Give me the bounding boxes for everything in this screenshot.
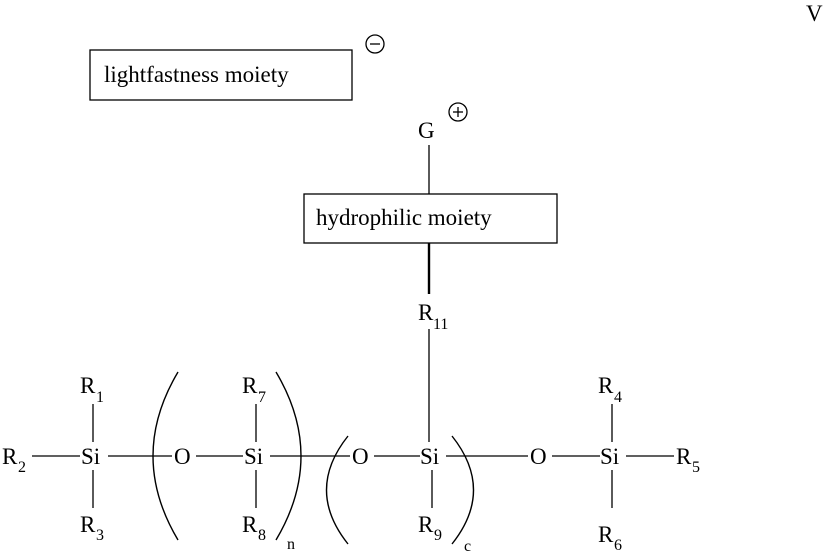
atom-o-1: O [174,444,191,469]
substituent-r7: R 7 [242,373,266,406]
svg-text:R: R [676,444,692,469]
substituent-r8: R 8 [242,512,266,544]
subscript-r4: 4 [614,389,622,406]
svg-text:R: R [418,512,434,537]
subscript-r11: 11 [433,316,448,333]
subscript-r2: 2 [18,459,26,476]
substituent-r3: R 3 [80,512,104,544]
hydrophilic-moiety-label: hydrophilic moiety [316,205,492,230]
left-parenthesis-c [327,436,349,544]
subscript-c: c [464,538,471,552]
svg-text:R: R [80,512,96,537]
right-parenthesis-c [452,436,474,544]
substituent-r9: R 9 [418,512,442,544]
counterion-g: G [418,118,435,143]
svg-text:R: R [2,444,18,469]
hydrophilic-moiety-box: hydrophilic moiety [304,194,557,243]
lightfastness-moiety-box: lightfastness moiety [90,50,352,100]
atom-si-right: Si [600,444,619,469]
subscript-r7: 7 [258,389,266,406]
lightfastness-moiety-label: lightfastness moiety [104,62,289,87]
svg-text:R: R [418,300,434,325]
subscript-n: n [287,536,295,552]
substituent-r1: R 1 [80,373,104,406]
subscript-r9: 9 [434,527,442,544]
svg-text:R: R [598,522,614,547]
negative-charge-icon [366,35,384,53]
substituent-r11: R 11 [418,300,448,333]
atom-o-2: O [352,444,369,469]
atom-si-left: Si [81,444,100,469]
substituent-r6: R 6 [598,522,622,552]
svg-text:R: R [242,373,258,398]
substituent-r2: R 2 [2,444,26,476]
atom-si-center: Si [420,444,439,469]
subscript-r6: 6 [614,537,622,552]
subscript-r5: 5 [692,459,700,476]
substituent-r4: R 4 [598,373,622,406]
svg-text:R: R [80,373,96,398]
svg-text:R: R [242,512,258,537]
substituent-r5: R 5 [676,444,700,476]
subscript-r8: 8 [258,527,266,544]
subscript-r1: 1 [96,389,104,406]
atom-o-3: O [530,444,547,469]
positive-charge-icon [449,103,467,121]
svg-text:R: R [598,373,614,398]
figure-label: V [806,1,823,26]
atom-si-repeat: Si [244,444,263,469]
subscript-r3: 3 [96,527,104,544]
